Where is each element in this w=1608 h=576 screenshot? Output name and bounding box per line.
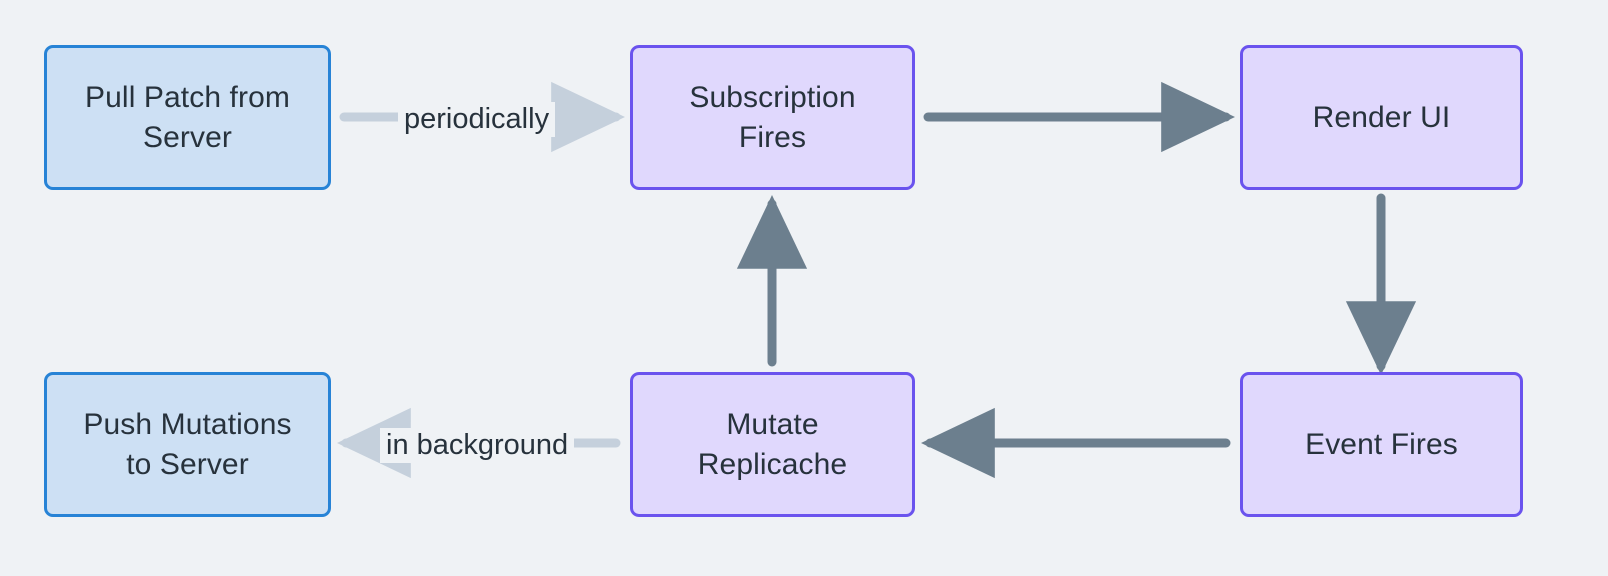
node-label: Mutate Replicache — [697, 407, 848, 481]
node-mutate-replicache[interactable]: Mutate Replicache — [630, 372, 915, 517]
node-label: Pull Patch from Server — [85, 80, 290, 154]
edge-label-periodically: periodically — [398, 102, 556, 137]
node-label: Subscription Fires — [689, 80, 856, 154]
node-label: Push Mutations to Server — [83, 407, 292, 481]
node-push-mutations-to-server[interactable]: Push Mutations to Server — [44, 372, 331, 517]
edge-label-text: in background — [386, 429, 569, 461]
edge-label-in-background: in background — [380, 428, 575, 463]
node-label: Event Fires — [1305, 427, 1458, 461]
node-pull-patch-from-server[interactable]: Pull Patch from Server — [44, 45, 331, 190]
node-render-ui[interactable]: Render UI — [1240, 45, 1523, 190]
node-label: Render UI — [1312, 100, 1451, 134]
node-subscription-fires[interactable]: Subscription Fires — [630, 45, 915, 190]
node-event-fires[interactable]: Event Fires — [1240, 372, 1523, 517]
edge-label-text: periodically — [404, 103, 550, 135]
